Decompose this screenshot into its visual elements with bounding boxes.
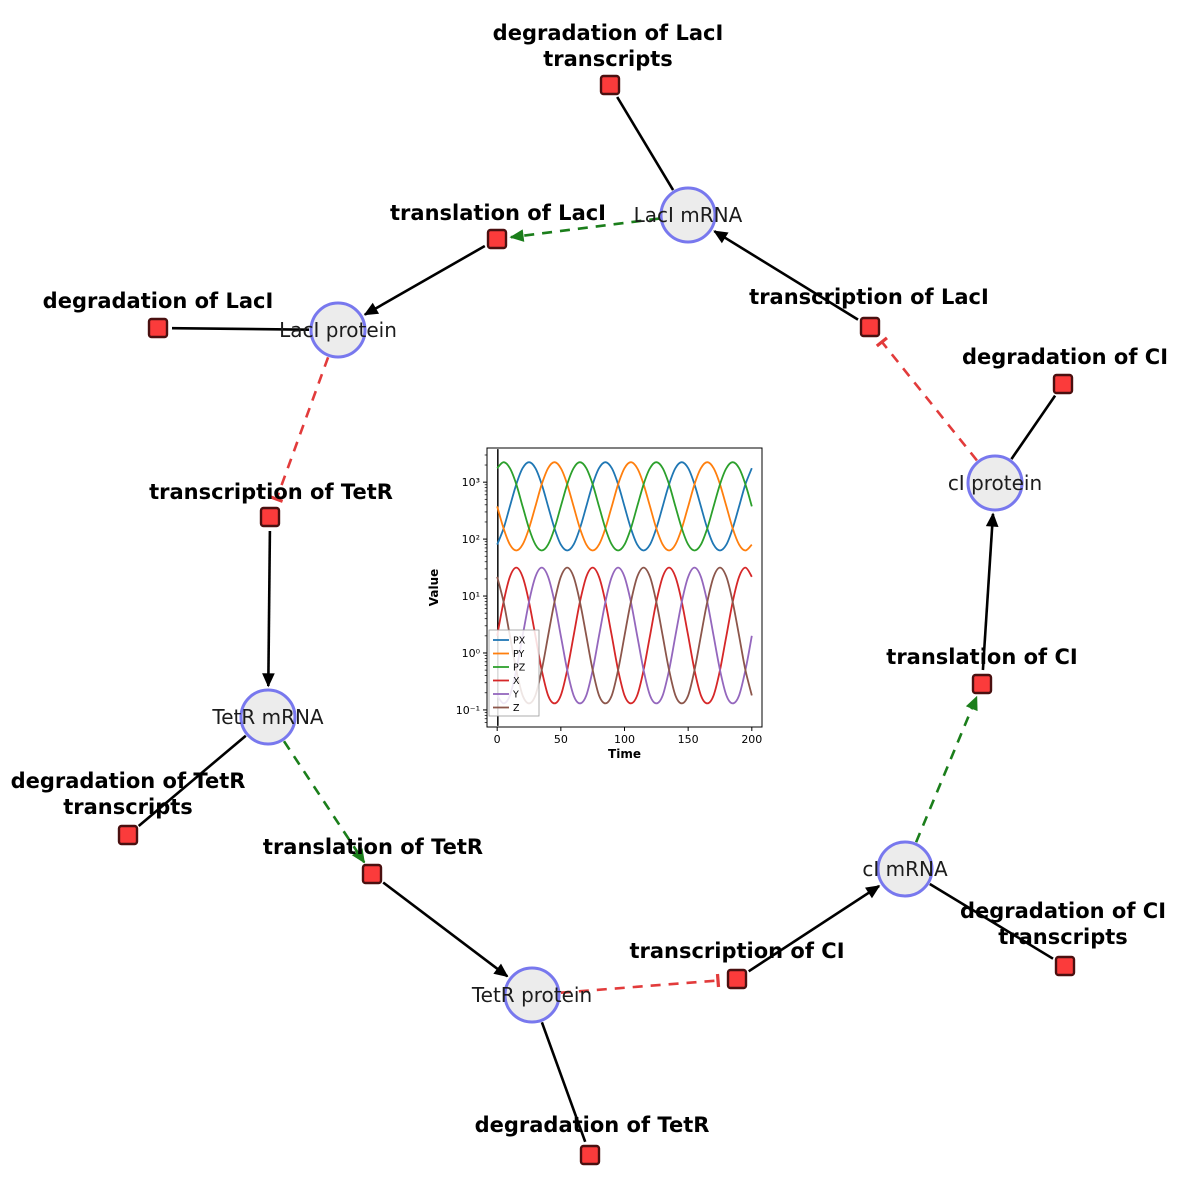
reaction-label-tx_ci: transcription of CI (629, 939, 844, 963)
species-label-ci_mrna: cI mRNA (862, 857, 948, 881)
edge-consumption-ci_mrna-deg_ci_tx (929, 882, 1054, 960)
edge-inhibition-laci_protein-tx_tetr (269, 356, 330, 503)
edge-consumption-ci_protein-deg_ci (1010, 394, 1057, 460)
reaction-node-deg_laci_tx[interactable] (599, 74, 621, 96)
reaction-node-deg_laci[interactable] (147, 317, 169, 339)
series-PY (496, 461, 753, 552)
species-node-tetr_protein[interactable] (503, 966, 561, 1024)
x-tick-label: 50 (554, 733, 568, 746)
series-Y (496, 566, 753, 705)
edge-production-tx_tetr-tetr_mrna (262, 530, 275, 688)
edge-production-tx_laci-laci_mrna (713, 230, 859, 321)
x-tick-label: 200 (741, 733, 762, 746)
edge-modifier-ci_mrna-transl_ci (914, 695, 978, 843)
species-label-tetr_mrna: TetR mRNA (211, 705, 324, 729)
series-PX (496, 461, 753, 552)
species-node-tetr_mrna[interactable] (239, 688, 297, 746)
reaction-node-transl_tetr[interactable] (361, 863, 383, 885)
edge-modifier-tetr_mrna-transl_tetr (282, 740, 366, 864)
legend-label-PZ: PZ (513, 663, 526, 674)
edge-production-transl_tetr-tetr_protein (382, 881, 509, 978)
reaction-node-tx_ci[interactable] (726, 968, 748, 990)
legend-box (488, 629, 540, 717)
edge-consumption-tetr_mrna-deg_tetr_tx (137, 734, 247, 827)
reaction-node-deg_tetr[interactable] (579, 1144, 601, 1166)
species-label-laci_protein: LacI protein (279, 318, 397, 342)
y-tick-label: 10³ (462, 476, 480, 489)
y-tick-label: 10⁰ (462, 647, 481, 660)
reaction-node-deg_ci[interactable] (1052, 373, 1074, 395)
reaction-label-transl_ci: translation of CI (886, 645, 1077, 669)
reaction-node-deg_tetr_tx[interactable] (117, 824, 139, 846)
species-label-tetr_protein: TetR protein (471, 983, 592, 1007)
species-node-ci_mrna[interactable] (876, 840, 934, 898)
x-tick-label: 150 (678, 733, 699, 746)
series-X (496, 566, 753, 705)
species-node-laci_mrna[interactable] (659, 186, 717, 244)
reaction-node-deg_ci_tx[interactable] (1054, 955, 1076, 977)
species-label-laci_mrna: LacI mRNA (634, 203, 743, 227)
reaction-label-tx_laci: transcription of LacI (749, 285, 989, 309)
reaction-label-deg_laci: degradation of LacI (43, 289, 274, 313)
series-Z (496, 566, 753, 705)
x-axis-label: Time (608, 747, 641, 761)
species-node-ci_protein[interactable] (966, 454, 1024, 512)
reaction-label-transl_tetr: translation of TetR (263, 835, 483, 859)
y-tick-label: 10² (462, 533, 480, 546)
edge-consumption-tetr_protein-deg_tetr (540, 1021, 587, 1143)
edge-consumption-laci_protein-deg_laci (171, 326, 310, 331)
x-tick-label: 100 (614, 733, 635, 746)
reaction-node-transl_ci[interactable] (971, 673, 993, 695)
reaction-node-tx_tetr[interactable] (259, 506, 281, 528)
y-tick-label: 10¹ (462, 590, 480, 603)
reaction-label-deg_tetr: degradation of TetR (475, 1113, 710, 1137)
legend-label-X: X (513, 676, 520, 687)
edge-production-transl_ci-ci_protein (981, 512, 999, 671)
edge-consumption-laci_mrna-deg_laci_tx (616, 96, 675, 191)
species-node-laci_protein[interactable] (309, 301, 367, 359)
reaction-node-transl_laci[interactable] (486, 228, 508, 250)
reaction-node-tx_laci[interactable] (859, 316, 881, 338)
edge-inhibition-tetr_protein-tx_ci (560, 973, 721, 994)
legend-label-PX: PX (513, 636, 526, 647)
curves-group (496, 449, 753, 726)
edge-production-transl_laci-laci_protein (363, 244, 486, 316)
series-PZ (496, 461, 753, 552)
y-tick-label: 10⁻¹ (456, 704, 480, 717)
reaction-label-tx_tetr: transcription of TetR (149, 480, 393, 504)
reaction-label-deg_ci: degradation of CI (962, 345, 1168, 369)
legend-label-Y: Y (512, 690, 519, 701)
edge-modifier-laci_mrna-transl_laci (509, 217, 660, 242)
edge-inhibition-ci_protein-tx_laci (875, 336, 978, 462)
legend-label-Z: Z (513, 703, 520, 714)
x-tick-label: 0 (494, 733, 501, 746)
edge-production-tx_ci-ci_mrna (747, 884, 881, 973)
reaction-label-transl_laci: translation of LacI (390, 201, 606, 225)
legend-label-PY: PY (513, 649, 525, 660)
species-label-ci_protein: cI protein (948, 471, 1042, 495)
y-axis-label: Value (427, 569, 441, 607)
